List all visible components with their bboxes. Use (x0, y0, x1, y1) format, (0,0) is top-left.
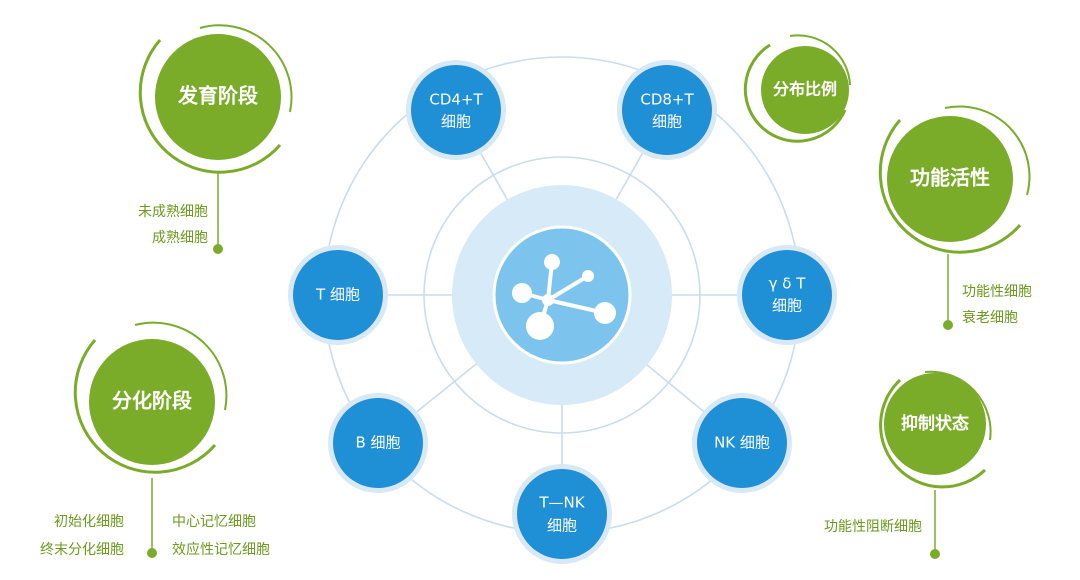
category-title: 功能活性 (910, 166, 990, 190)
cell-node-cd4[interactable]: CD4+T 细胞 (406, 60, 506, 160)
category-connector-dot (147, 548, 157, 558)
category-connector-dot (930, 549, 940, 559)
category-title: 分化阶段 (112, 389, 192, 413)
cell-node-label: 细胞 (547, 517, 577, 535)
cell-node-label: 细胞 (652, 113, 682, 131)
category-development[interactable]: 发育阶段 (138, 24, 293, 174)
cell-node-t[interactable]: T 细胞 (288, 245, 388, 345)
molecule-network-icon (512, 254, 616, 340)
cell-node-label: γ δ T (769, 275, 807, 293)
cell-node-label: 细胞 (772, 297, 802, 315)
category-item: 终末分化细胞 (40, 542, 124, 558)
cell-node-cd8[interactable]: CD8+T 细胞 (617, 60, 717, 160)
cell-node-t-nk[interactable]: T—NK 细胞 (512, 464, 612, 564)
category-item: 衰老细胞 (962, 309, 1018, 326)
category-title: 发育阶段 (177, 84, 258, 108)
category-item: 中心记忆细胞 (172, 514, 256, 530)
category-connector-dot (213, 244, 223, 254)
cell-node-label: CD4+T (429, 91, 483, 109)
category-item: 初始化细胞 (54, 513, 124, 530)
category-bubbles: 发育阶段 未成熟细胞 成熟细胞 分化阶段 初始化细胞 终末分化细胞 中心记忆细胞… (40, 24, 1032, 559)
cell-node-gamma-delta-t[interactable]: γ δ T 细胞 (737, 245, 837, 345)
category-distribution[interactable]: 分布比例 (743, 34, 851, 143)
cell-node-nk[interactable]: NK 细胞 (692, 393, 792, 493)
cell-node-label: CD8+T (640, 91, 694, 109)
cell-node-label: T—NK (538, 494, 585, 512)
category-item: 功能性细胞 (962, 284, 1032, 300)
category-title: 抑制状态 (901, 413, 969, 434)
category-suppression[interactable]: 抑制状态 (879, 370, 992, 489)
cell-node-label: B 细胞 (355, 434, 400, 452)
category-connector-dot (943, 320, 953, 330)
central-hub (452, 185, 672, 405)
category-title: 分布比例 (773, 80, 837, 99)
cell-type-nodes: CD4+T 细胞 CD8+T 细胞 γ δ T 细胞 NK 细胞 T—NK 细胞 (288, 60, 837, 564)
category-item: 效应性记忆细胞 (172, 541, 270, 558)
cell-node-label: NK 细胞 (714, 434, 770, 452)
category-differentiation[interactable]: 分化阶段 (73, 321, 228, 474)
cell-node-label: 细胞 (441, 113, 471, 131)
cell-node-label: T 细胞 (315, 286, 360, 304)
category-function[interactable]: 功能活性 (878, 105, 1031, 254)
cell-node-b[interactable]: B 细胞 (328, 393, 428, 493)
category-item: 未成熟细胞 (138, 204, 208, 220)
category-item: 功能性阻断细胞 (824, 519, 922, 535)
category-item: 成熟细胞 (152, 230, 208, 246)
